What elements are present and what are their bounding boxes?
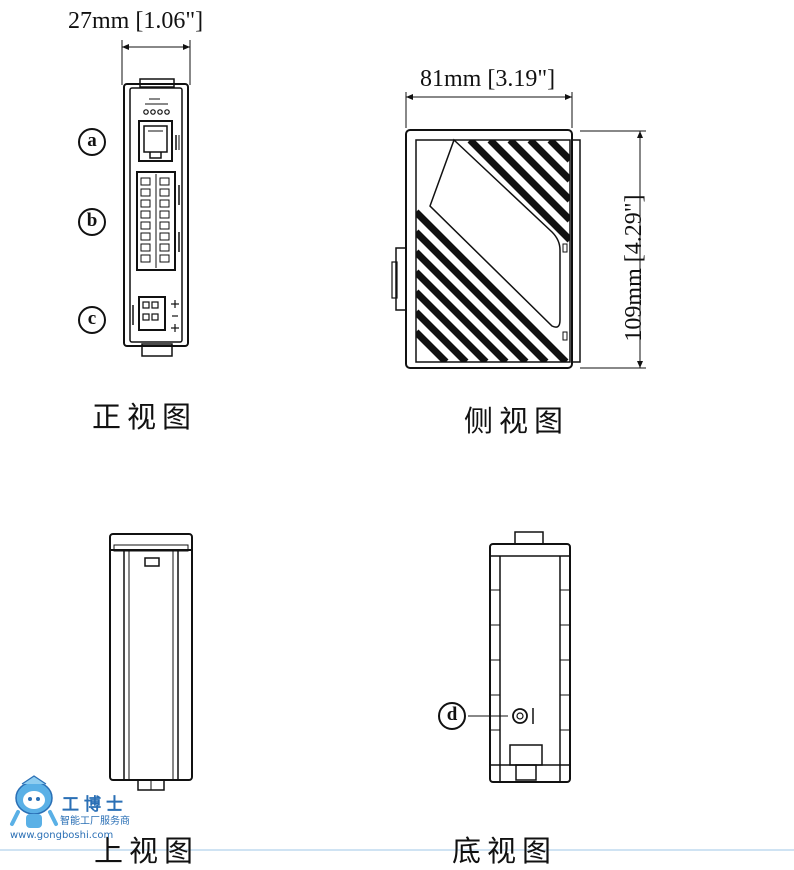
watermark-brand: 工博士 bbox=[62, 795, 128, 815]
side-view-label: 侧视图 bbox=[464, 404, 570, 438]
side-view-drawing bbox=[391, 92, 646, 369]
front-view-label: 正视图 bbox=[92, 400, 198, 434]
front-width-dimension: 27mm [1.06"] bbox=[68, 8, 204, 34]
callout-c: c bbox=[78, 306, 106, 334]
bottom-view-drawing bbox=[489, 531, 571, 783]
side-width-dimension: 81mm [3.19"] bbox=[420, 66, 556, 92]
watermark-tagline: 智能工厂服务商 bbox=[60, 816, 130, 827]
front-view-drawing bbox=[121, 40, 191, 357]
callout-b: b bbox=[78, 208, 106, 236]
robot-mascot-icon bbox=[10, 775, 58, 828]
watermark-url: www.gongboshi.com bbox=[10, 830, 114, 841]
callout-d: d bbox=[438, 702, 466, 730]
top-view-drawing bbox=[109, 533, 193, 791]
callout-a: a bbox=[78, 128, 106, 156]
bottom-view-label: 底视图 bbox=[452, 834, 558, 868]
